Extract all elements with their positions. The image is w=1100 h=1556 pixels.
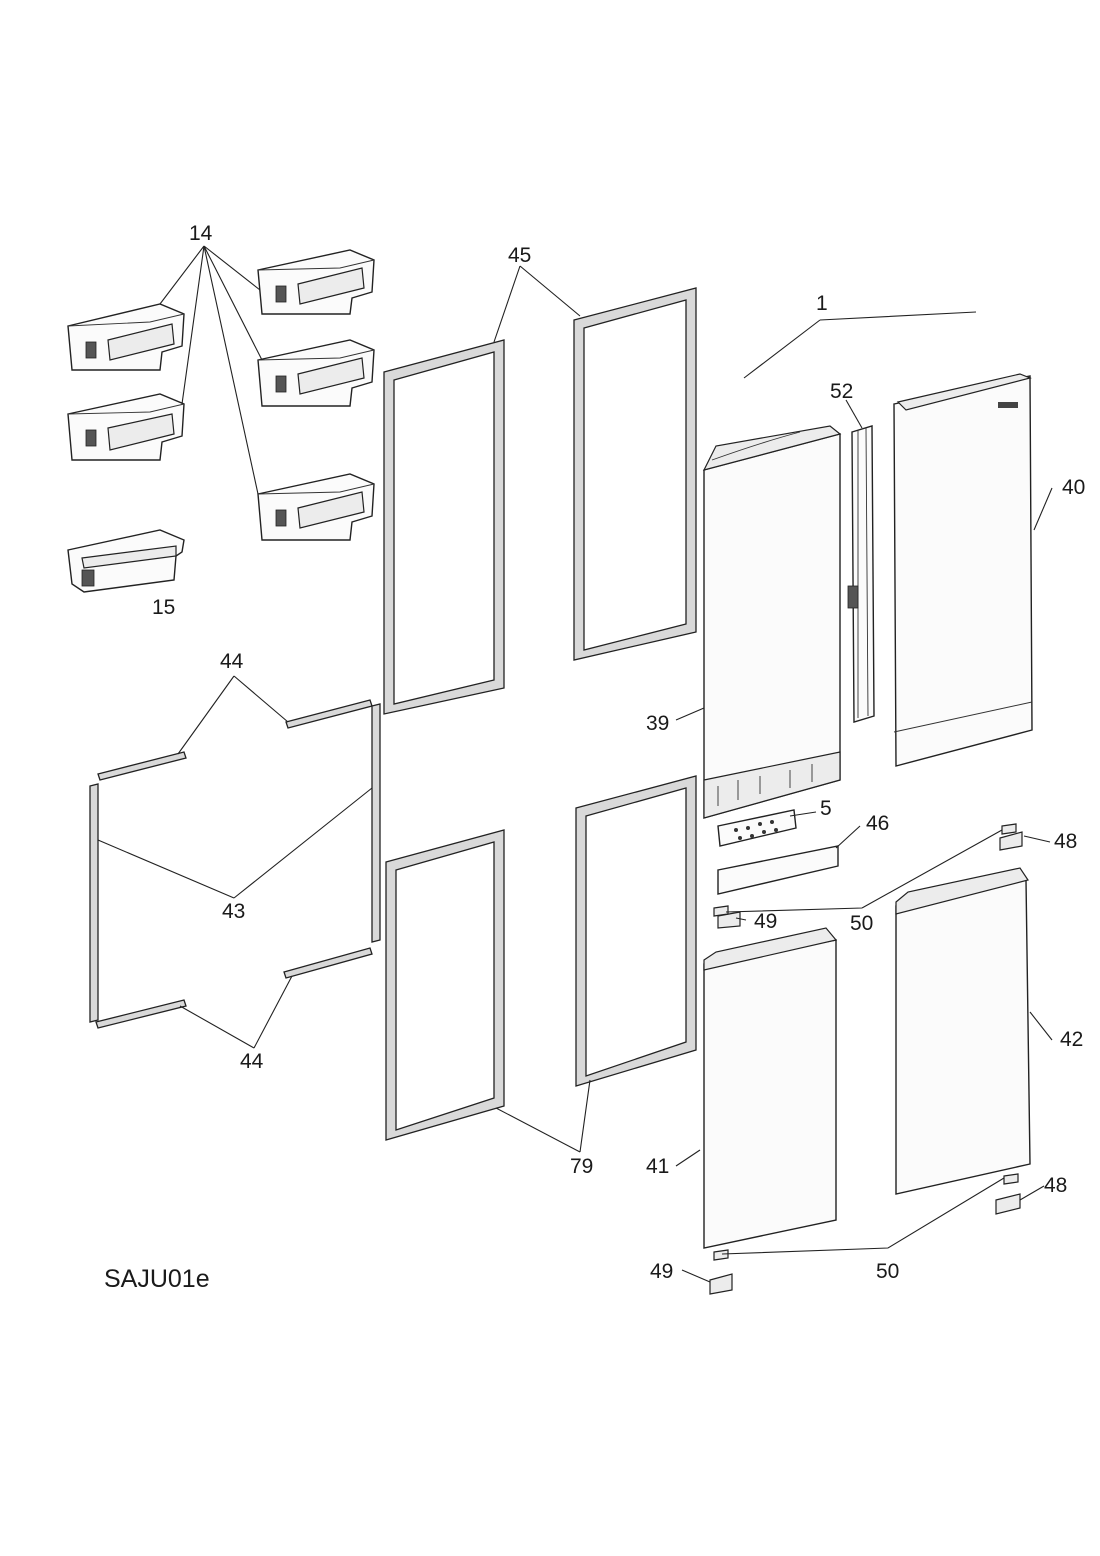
door-inner-39 xyxy=(702,425,842,819)
door-bin-14-b xyxy=(67,393,185,461)
callout-39: 39 xyxy=(646,712,669,735)
drawing-code: SAJU01e xyxy=(104,1265,210,1293)
callout-44-top: 44 xyxy=(220,650,244,673)
callout-48-bottom: 48 xyxy=(1044,1174,1067,1197)
callout-43: 43 xyxy=(222,900,245,923)
callout-46: 46 xyxy=(866,812,889,835)
door-bin-14-e xyxy=(257,473,375,541)
door-lower-42 xyxy=(895,867,1031,1195)
callout-45: 45 xyxy=(508,244,531,267)
hinge-pin-50-d xyxy=(1003,1173,1019,1185)
breaker-strip-44-bottom-left xyxy=(95,999,187,1029)
callout-5: 5 xyxy=(820,797,832,820)
callout-48-top: 48 xyxy=(1054,830,1077,853)
callout-15: 15 xyxy=(152,596,175,619)
door-bin-14-c xyxy=(257,249,375,315)
door-outer-40 xyxy=(893,373,1033,767)
hinge-48-bottom xyxy=(995,1193,1021,1215)
door-bin-15 xyxy=(67,529,185,593)
door-gasket-45-left xyxy=(383,339,505,715)
breaker-strip-44-bottom-right xyxy=(283,947,373,979)
control-cover-46 xyxy=(717,845,839,895)
hinge-49-top xyxy=(717,911,741,929)
leader-lines xyxy=(97,245,1053,1283)
callout-49-top: 49 xyxy=(754,910,777,933)
callout-44-bottom: 44 xyxy=(240,1050,264,1073)
door-lower-41 xyxy=(703,927,838,1249)
hinge-pin-50-b xyxy=(1001,823,1017,835)
callout-14: 14 xyxy=(189,222,213,245)
callout-50-top: 50 xyxy=(850,912,873,935)
callout-49-bottom: 49 xyxy=(650,1260,673,1283)
door-gasket-79-right xyxy=(575,775,697,1087)
callout-52: 52 xyxy=(830,380,853,403)
hinge-pin-50-a xyxy=(713,905,729,917)
breaker-strip-43-left xyxy=(89,783,99,1023)
control-board-5 xyxy=(717,809,797,847)
hinge-pin-50-c xyxy=(713,1249,729,1261)
breaker-strip-44-top-right xyxy=(285,699,373,729)
hinge-48-top xyxy=(999,831,1023,851)
door-gasket-79-left xyxy=(385,829,505,1141)
callout-41: 41 xyxy=(646,1155,669,1178)
breaker-strip-43-right xyxy=(371,703,381,943)
door-gasket-45-right xyxy=(573,287,697,661)
callout-50-bottom: 50 xyxy=(876,1260,899,1283)
hinge-49-bottom xyxy=(709,1273,733,1295)
callout-40: 40 xyxy=(1062,476,1085,499)
callout-79: 79 xyxy=(570,1155,593,1178)
callout-42: 42 xyxy=(1060,1028,1083,1051)
breaker-strip-44-top-left xyxy=(97,751,187,781)
door-bin-14-d xyxy=(257,339,375,407)
hinge-profile-52 xyxy=(847,425,875,723)
callout-1: 1 xyxy=(816,292,828,315)
door-bin-14-a xyxy=(67,303,185,371)
